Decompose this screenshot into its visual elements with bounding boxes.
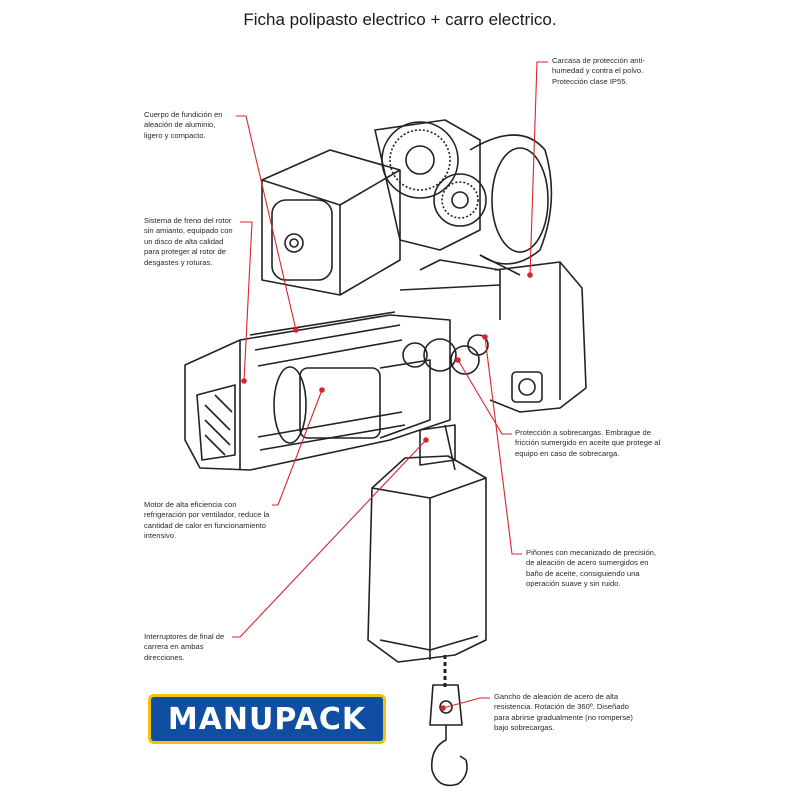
callout-embrague: Protección a sobrecargas. Embrague de fr… xyxy=(515,428,661,458)
precision-gears xyxy=(399,259,501,375)
manupack-logo: MANUPACK xyxy=(148,694,386,744)
leader-dots xyxy=(241,272,533,711)
logo-text: MANUPACK xyxy=(167,701,367,737)
leader-motor xyxy=(272,389,323,506)
leader-embrague xyxy=(457,359,512,435)
callout-pinones: Piñones con mecanizado de precisión, de … xyxy=(526,548,657,589)
callout-freno: Sistema de freno del rotor sin amianto, … xyxy=(144,216,233,267)
gear-housing xyxy=(489,261,587,413)
control-box xyxy=(261,149,401,296)
page-title: Ficha polipasto electrico + carro electr… xyxy=(243,10,557,29)
callout-gancho: Gancho de aleación de acero de alta resi… xyxy=(494,692,633,733)
trolley-gear-assembly xyxy=(374,119,487,251)
leader-cuerpo xyxy=(236,115,297,331)
leader-pinones xyxy=(484,336,522,555)
callout-motor: Motor de alta eficiencia con refrigeraci… xyxy=(144,500,270,541)
leader-interruptores xyxy=(232,439,427,638)
hook-hanger xyxy=(419,424,456,471)
leader-lines xyxy=(232,61,548,709)
chain-container xyxy=(367,455,487,663)
motor-body xyxy=(184,311,451,471)
callout-interruptores: Interruptores de final de carrera en amb… xyxy=(144,632,225,662)
leader-carcasa xyxy=(529,61,548,276)
leader-freno xyxy=(240,221,253,382)
leader-gancho xyxy=(442,697,490,709)
callout-carcasa: Carcasa de protección anti-humedad y con… xyxy=(552,56,645,86)
callout-cuerpo: Cuerpo de fundición en aleación de alumi… xyxy=(144,110,223,140)
trolley-motor xyxy=(469,134,553,276)
chain-and-hook xyxy=(429,655,468,787)
